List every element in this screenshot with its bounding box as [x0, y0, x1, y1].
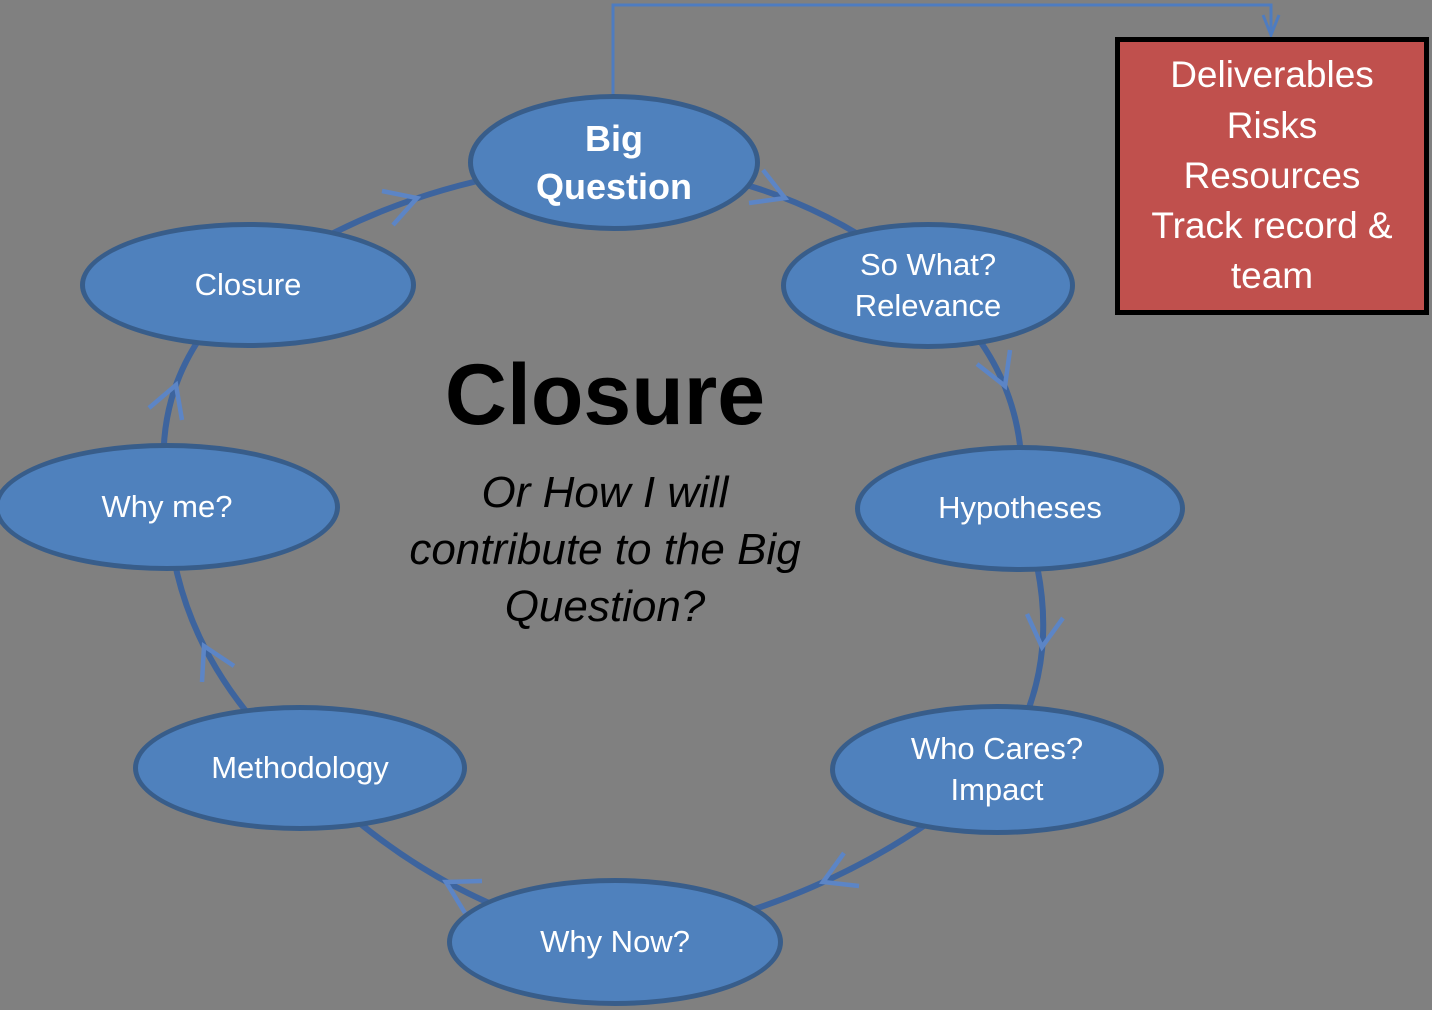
node-label: Who Cares? Impact [835, 729, 1159, 811]
node-label-line: Big [585, 117, 643, 159]
node-label-line: Methodology [211, 749, 389, 785]
connector-arrowhead-icon [1261, 14, 1281, 40]
arrowhead-big-question-to-so-what [748, 168, 790, 206]
node-label: Closure [85, 265, 411, 306]
center-subtitle-line: contribute to the Big [409, 525, 801, 575]
arrowhead-hypotheses-to-who-cares [1024, 613, 1065, 652]
center-caption: Closure Or How I will contribute to the … [325, 352, 885, 636]
node-hypotheses: Hypotheses [855, 445, 1185, 572]
node-label: Why Now? [452, 922, 778, 963]
arrowhead-closure-to-big-question [381, 188, 422, 227]
node-methodology: Methodology [133, 705, 467, 831]
node-label-line: Relevance [854, 287, 1002, 323]
node-label-line: Impact [950, 771, 1044, 807]
center-subtitle-line: Or How I will [481, 468, 729, 517]
node-label-line: Question [535, 165, 692, 207]
arrowhead-who-cares-to-why-now [818, 851, 860, 889]
node-label: Hypotheses [860, 488, 1180, 529]
arrowhead-methodology-to-why-me [199, 641, 236, 683]
arrowhead-so-what-to-hypotheses [975, 349, 1013, 391]
node-big-question: Big Question [468, 94, 760, 231]
callout-box: Deliverables Risks Resources Track recor… [1115, 37, 1429, 315]
node-why-me: Why me? [0, 443, 340, 571]
node-label: Big Question [473, 115, 755, 210]
callout-line: Deliverables [1170, 54, 1374, 96]
node-label-line: Why Now? [540, 923, 690, 959]
callout-line: Resources [1183, 154, 1361, 196]
callout-line: Risks [1226, 104, 1318, 146]
node-closure: Closure [80, 222, 416, 348]
arrowhead-why-me-to-closure [147, 380, 185, 421]
node-label-line: Who Cares? [910, 730, 1084, 766]
node-label-line: Closure [194, 266, 302, 302]
center-title: Closure [444, 347, 766, 443]
connector-to-callout [611, 3, 1273, 95]
node-why-now: Why Now? [447, 878, 783, 1006]
node-who-cares: Who Cares? Impact [830, 704, 1164, 835]
node-label: So What? Relevance [786, 245, 1070, 327]
center-subtitle: Or How I will contribute to the Big Ques… [325, 464, 885, 636]
node-label: Why me? [0, 487, 335, 528]
node-so-what: So What? Relevance [781, 222, 1075, 349]
node-label-line: Why me? [101, 488, 233, 524]
node-label-line: So What? [859, 246, 997, 282]
node-label-line: Hypotheses [938, 490, 1102, 526]
center-subtitle-line: Question? [504, 582, 706, 632]
arrowhead-why-now-to-methodology [442, 878, 483, 915]
callout-line: Track record & team [1151, 205, 1393, 297]
node-label: Methodology [138, 748, 462, 789]
